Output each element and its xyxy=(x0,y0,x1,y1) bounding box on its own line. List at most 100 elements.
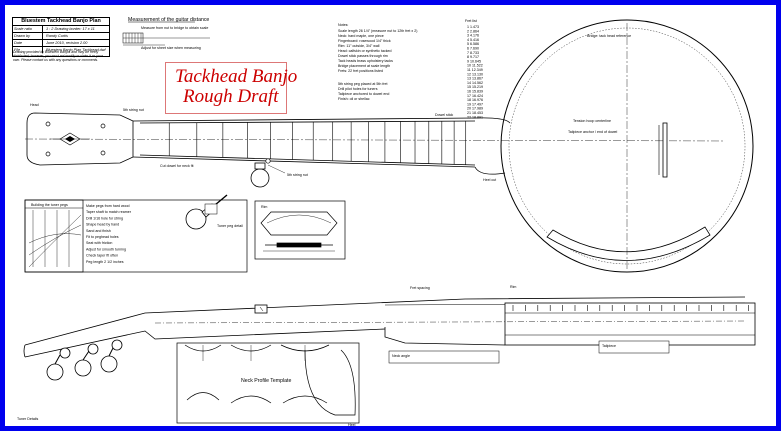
fret-table-value: 16 15.839 xyxy=(467,90,483,94)
tailpiece-box xyxy=(598,340,670,354)
banner-line-1: Tackhead Banjo xyxy=(175,66,298,87)
neck-profile-label: Neck Profile Template xyxy=(241,378,291,384)
nut-label: 5th string nut xyxy=(123,108,144,112)
fret-table-value: 12 13.130 xyxy=(467,72,483,76)
row-key: File xyxy=(13,47,43,53)
peghead-inlay xyxy=(50,132,90,146)
bridge-detail xyxy=(254,200,346,260)
fret-spacing-label: Fret spacing xyxy=(410,286,430,290)
peg-instruction-line: Taper shaft to match reamer xyxy=(86,210,132,214)
peg-instruction-line: Make pegs from hard wood xyxy=(86,204,130,208)
rim-side-label: Rim xyxy=(510,285,516,289)
neck-angle-note: Neck angle xyxy=(392,354,410,358)
fifth-string-peg xyxy=(250,162,286,188)
row-value: 1 : 2 Drawing border: 17 x 11 xyxy=(46,27,95,31)
fret-table-value: 17 16.424 xyxy=(467,94,483,98)
fret-table-value: 8 9.717 xyxy=(467,55,479,59)
fret-table-heading: Fret list xyxy=(465,19,477,23)
row-key: Drawn by xyxy=(13,33,43,39)
fret-table-value: 6 7.690 xyxy=(467,47,479,51)
note-line: Head: calfskin or synthetic tacked xyxy=(338,49,392,53)
measure-note-line2: Adjust for sheet size when measuring xyxy=(141,46,201,50)
scale-ruler xyxy=(122,32,210,46)
banner-line-2: Rough Draft xyxy=(183,86,279,107)
peg-instruction-line: Adjust for smooth turning xyxy=(86,247,126,251)
bridge-detail-label: Rim xyxy=(261,205,267,209)
fret-table-value: 2 2.864 xyxy=(467,29,479,33)
row-key: Date xyxy=(13,40,43,46)
note-line: Bridge placement at scale length xyxy=(338,64,390,68)
row-value: Randy Curtis xyxy=(46,34,68,38)
fret-table-value: 9 10.645 xyxy=(467,59,481,63)
peg-instruction-line: Peg length 2 1/2 inches xyxy=(86,260,124,264)
note-line: Neck: hard maple, one piece xyxy=(338,34,384,38)
plan-drawing: Measurement of the guitar distance Measu… xyxy=(17,17,756,427)
row-key: Scale ratio xyxy=(13,26,43,32)
heel-label-top: Heel cut xyxy=(483,178,496,182)
peg-instruction-line: Shape head by hand xyxy=(86,223,119,227)
fret-table-value: 10 11.522 xyxy=(467,64,483,68)
draft-banner: Tackhead Banjo Rough Draft xyxy=(165,62,297,114)
note-line: 5th string peg placed at 5th fret xyxy=(338,82,388,86)
heel-label: Heel xyxy=(348,423,356,427)
footer-label: Tuner Details xyxy=(17,417,38,421)
measure-note-line1: Measure from nut to bridge to obtain sca… xyxy=(141,26,208,30)
title-block-heading: Bluestem Tackhead Banjo Plan xyxy=(13,18,109,26)
note-line: Rim: 11" outside, 3/4" wall xyxy=(338,44,380,48)
fret-table-value: 22 18.891 xyxy=(467,115,483,119)
fret-table-value: 20 17.989 xyxy=(467,107,483,111)
measure-note-title: Measurement of the guitar distance xyxy=(128,17,209,23)
rim-tacks xyxy=(512,305,749,311)
note-line: Fingerboard: rosewood 1/4" thick xyxy=(338,39,391,43)
tailpiece-note: Tailpiece xyxy=(602,344,616,348)
note-line: Tailpiece anchored to dowel end xyxy=(338,92,389,96)
tuner-holes xyxy=(45,121,271,164)
fret-table-value: 4 5.416 xyxy=(467,38,479,42)
neck-note: Cut dowel for neck fit xyxy=(160,164,194,168)
peghead-label: Head xyxy=(30,103,39,107)
peg-instruction-line: Fit to peghead holes xyxy=(86,235,119,239)
dowel-label: Dowel stick xyxy=(435,113,453,117)
neck-top-view xyxy=(24,112,726,175)
note-line: Notes: xyxy=(338,23,348,27)
fret-table-value: 3 4.176 xyxy=(467,34,479,38)
note-line: Scale length 26 1/4" (measure nut to 12t… xyxy=(338,29,417,33)
neck-side-view xyxy=(23,296,756,358)
fret-table-value: 15 15.219 xyxy=(467,85,483,89)
neck-angle-box xyxy=(388,350,500,364)
fret-lines xyxy=(168,121,467,165)
fret-table-value: 13 13.867 xyxy=(467,77,483,81)
fret-table-value: 19 17.497 xyxy=(467,102,483,106)
note-line: Frets: 22 fret positions listed xyxy=(338,69,383,73)
row-value: Bluestem Banjo Plan Tackhead.dwf xyxy=(46,48,106,52)
note-line: Dowel stick passes through rim xyxy=(338,54,388,58)
peg-table-heading: Building the tuner pegs xyxy=(31,203,68,207)
notes-block: Notes: Scale length 26 1/4" (measure nut… xyxy=(338,23,417,101)
rim-top-view xyxy=(500,19,754,273)
rim-label: Bridge: tack head reference xyxy=(587,34,631,38)
fret-table-value: 5 6.586 xyxy=(467,42,479,46)
fret-table-value: 21 18.453 xyxy=(467,111,483,115)
peg-instruction-table: Building the tuner pegs xyxy=(24,199,248,273)
note-line: Tack heads brass upholstery tacks xyxy=(338,59,393,63)
note-line: Finish: oil or shellac xyxy=(338,97,370,101)
peg-instruction-line: Sand and finish xyxy=(86,229,111,233)
note-line: Drill pilot holes for tuners xyxy=(338,87,378,91)
title-note: Drawing provided by Bluestem Banjos and … xyxy=(13,50,103,63)
fret-table-value: 1 1.473 xyxy=(467,25,479,29)
side-tuner-pegs xyxy=(46,339,123,381)
neck-profile-template xyxy=(176,342,360,424)
peg-instruction-line: Seat with friction xyxy=(86,241,112,245)
peg-instruction-line: Check taper fit often xyxy=(86,254,118,258)
fret-table-value: 18 16.976 xyxy=(467,98,483,102)
tuner-detail-caption: Tuner peg detail xyxy=(217,224,243,228)
fret-table-value: 14 14.562 xyxy=(467,81,483,85)
peg-instruction-line: Drill 1/16 hole for string xyxy=(86,216,123,220)
fifth-string-label: 5th string nut xyxy=(287,173,308,177)
